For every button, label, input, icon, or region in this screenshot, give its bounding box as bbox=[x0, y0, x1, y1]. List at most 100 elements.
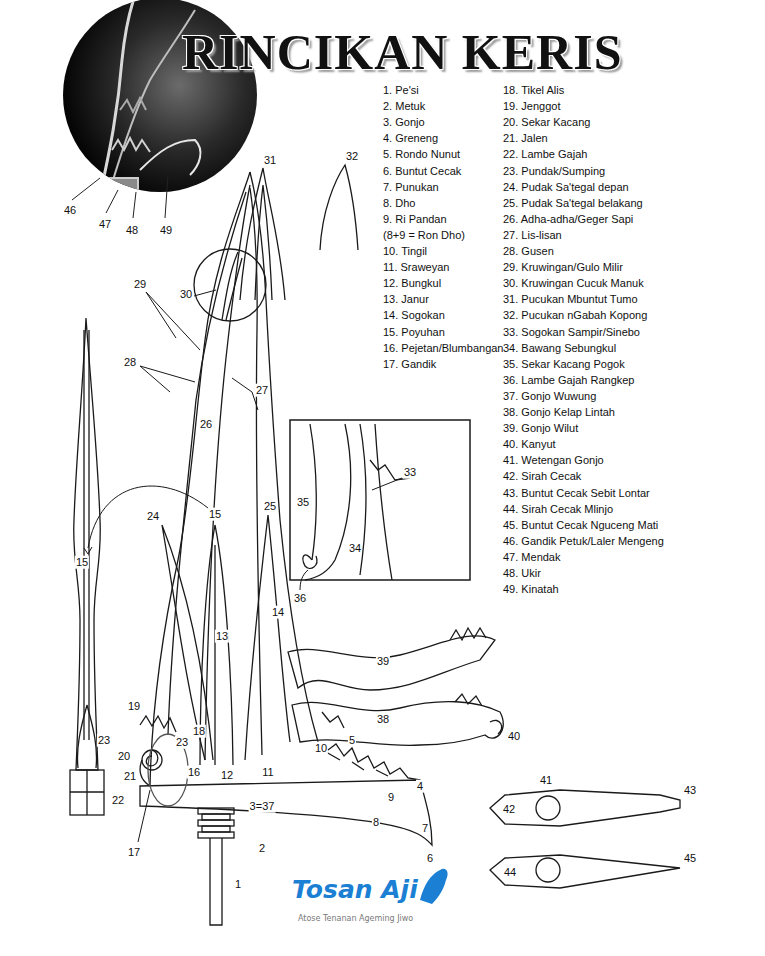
part-name: 45. Buntut Cecak Nguceng Mati bbox=[503, 519, 658, 532]
part-name: 21. Jalen bbox=[503, 132, 548, 145]
callout-number: 1 bbox=[234, 878, 242, 891]
callout-number: 16 bbox=[187, 766, 201, 779]
part-name: 10. Tingil bbox=[383, 245, 427, 258]
part-name: 28. Gusen bbox=[503, 245, 554, 258]
part-name: 6. Buntut Cecak bbox=[383, 165, 461, 178]
part-name: 33. Sogokan Sampir/Sinebo bbox=[503, 326, 640, 339]
callout-number: 35 bbox=[296, 496, 310, 509]
callout-number: 14 bbox=[271, 606, 285, 619]
callout-number: 41 bbox=[539, 774, 553, 787]
callout-number: 9 bbox=[387, 791, 395, 804]
callout-number: 15 bbox=[208, 508, 222, 521]
part-name: 43. Buntut Cecak Sebit Lontar bbox=[503, 487, 650, 500]
callout-number: 38 bbox=[376, 713, 390, 726]
part-name: 16. Pejetan/Blumbangan bbox=[383, 342, 503, 355]
callout-number: 11 bbox=[261, 766, 274, 779]
callout-number: 42 bbox=[502, 803, 516, 816]
part-name: 29. Kruwingan/Gulo Milir bbox=[503, 261, 623, 274]
callout-number: 49 bbox=[159, 224, 173, 237]
callout-number: 10 bbox=[314, 742, 328, 755]
part-name: 31. Pucukan Mbuntut Tumo bbox=[503, 293, 638, 306]
part-name: 47. Mendak bbox=[503, 551, 560, 564]
part-name: 20. Sekar Kacang bbox=[503, 116, 590, 129]
callout-number: 40 bbox=[507, 730, 521, 743]
callout-number: 32 bbox=[345, 150, 359, 163]
part-name: 40. Kanyut bbox=[503, 438, 556, 451]
callout-number: 15 bbox=[75, 556, 89, 569]
part-name: 11. Sraweyan bbox=[383, 261, 449, 274]
part-name: 1. Pe'si bbox=[383, 84, 419, 97]
callout-number: 43 bbox=[683, 784, 697, 797]
callout-number: 33 bbox=[403, 466, 417, 479]
callout-number: 7 bbox=[421, 822, 429, 835]
callout-number: 22 bbox=[111, 794, 125, 807]
part-name: 27. Lis-lisan bbox=[503, 229, 562, 242]
part-name: 8. Dho bbox=[383, 197, 415, 210]
watermark: Tosan Aji bbox=[292, 876, 418, 905]
part-name: 14. Sogokan bbox=[383, 309, 445, 322]
part-name: 35. Sekar Kacang Pogok bbox=[503, 358, 625, 371]
callout-number: 28 bbox=[123, 356, 137, 369]
part-name: 25. Pudak Sa'tegal belakang bbox=[503, 197, 643, 210]
part-name: 12. Bungkul bbox=[383, 277, 441, 290]
callout-number: 13 bbox=[215, 630, 229, 643]
callout-number: 6 bbox=[426, 852, 434, 865]
callout-number: 39 bbox=[376, 655, 390, 668]
callout-number: 25 bbox=[263, 500, 277, 513]
part-name: 46. Gandik Petuk/Laler Mengeng bbox=[503, 535, 664, 548]
callout-number: 24 bbox=[146, 510, 160, 523]
part-name: 42. Sirah Cecak bbox=[503, 470, 581, 483]
part-name: 23. Pundak/Sumping bbox=[503, 165, 605, 178]
callout-number: 21 bbox=[123, 770, 137, 783]
callout-number: 23 bbox=[97, 734, 111, 747]
part-name: 4. Greneng bbox=[383, 132, 438, 145]
part-name: 19. Jenggot bbox=[503, 100, 561, 113]
part-name: 2. Metuk bbox=[383, 100, 425, 113]
part-name: 44. Sirah Cecak Mlinjo bbox=[503, 503, 613, 516]
callout-number: 23 bbox=[175, 736, 189, 749]
part-name: (8+9 = Ron Dho) bbox=[383, 229, 465, 242]
callout-number: 31 bbox=[263, 154, 277, 167]
part-name: 34. Bawang Sebungkul bbox=[503, 342, 616, 355]
callout-number: 46 bbox=[63, 204, 77, 217]
callout-number: 47 bbox=[98, 218, 112, 231]
callout-number: 3=37 bbox=[249, 800, 276, 813]
part-name: 32. Pucukan nGabah Kopong bbox=[503, 309, 647, 322]
part-name: 18. Tikel Alis bbox=[503, 84, 564, 97]
part-name: 13. Janur bbox=[383, 293, 429, 306]
part-name: 17. Gandik bbox=[383, 358, 436, 371]
callout-number: 45 bbox=[683, 852, 697, 865]
callout-number: 4 bbox=[416, 780, 424, 793]
callout-number: 19 bbox=[127, 700, 141, 713]
part-name: 36. Lambe Gajah Rangkep bbox=[503, 374, 634, 387]
part-name: 30. Kruwingan Cucuk Manuk bbox=[503, 277, 644, 290]
part-name: 39. Gonjo Wilut bbox=[503, 422, 578, 435]
part-name: 41. Wetengan Gonjo bbox=[503, 454, 604, 467]
callout-number: 26 bbox=[199, 418, 213, 431]
callout-number: 20 bbox=[117, 750, 131, 763]
part-name: 38. Gonjo Kelap Lintah bbox=[503, 406, 615, 419]
part-name: 5. Rondo Nunut bbox=[383, 148, 460, 161]
callout-number: 29 bbox=[133, 278, 147, 291]
part-name: 22. Lambe Gajah bbox=[503, 148, 587, 161]
callout-number: 18 bbox=[192, 725, 206, 738]
callout-number: 27 bbox=[255, 384, 269, 397]
callout-number: 36 bbox=[293, 592, 307, 605]
watermark-tagline: Atose Tenanan Ageming Jiwo bbox=[298, 914, 413, 923]
part-name: 24. Pudak Sa'tegal depan bbox=[503, 181, 629, 194]
callout-number: 8 bbox=[372, 816, 380, 829]
part-name: 49. Kinatah bbox=[503, 583, 559, 596]
callout-number: 30 bbox=[179, 288, 193, 301]
watermark-icon bbox=[420, 869, 448, 904]
keris-line-drawing bbox=[70, 165, 680, 925]
part-name: 15. Poyuhan bbox=[383, 326, 445, 339]
callout-number: 2 bbox=[258, 842, 266, 855]
part-name: 3. Gonjo bbox=[383, 116, 425, 129]
callout-number: 34 bbox=[348, 542, 362, 555]
part-name: 48. Ukir bbox=[503, 567, 541, 580]
part-name: 7. Punukan bbox=[383, 181, 439, 194]
diagram-title: RINCIKAN KERIS bbox=[182, 24, 622, 82]
part-name: 37. Gonjo Wuwung bbox=[503, 390, 596, 403]
